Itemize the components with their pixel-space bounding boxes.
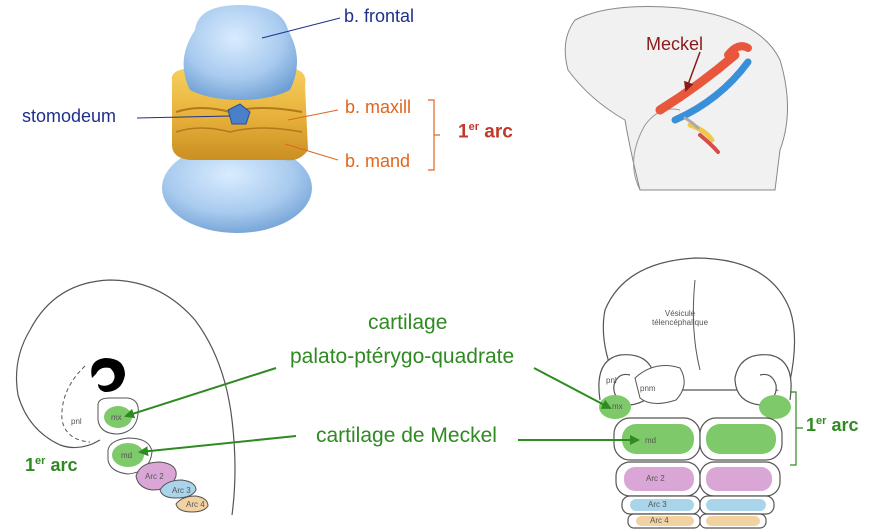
palato-arrow-left — [126, 368, 276, 416]
meckel-label: Meckel — [646, 34, 703, 55]
arc4-right-shape — [706, 516, 760, 526]
arc-number: 1 — [806, 415, 816, 435]
arc4-label-left: Arc 4 — [186, 500, 205, 509]
embryo-face-illustration — [137, 5, 440, 233]
mx-label-right: mx — [612, 402, 623, 411]
arc4-label-right: Arc 4 — [650, 516, 669, 525]
mx-label-left: mx — [111, 413, 122, 422]
arc-number: 1 — [25, 455, 35, 475]
arc-word: arc — [831, 415, 858, 435]
arc-sup: er — [469, 121, 479, 133]
pnl-label-left: pnl — [71, 417, 82, 426]
arc2-right-shape — [706, 467, 772, 491]
vesicule-line2: télencéphalique — [640, 318, 720, 327]
arc2-label-right: Arc 2 — [646, 474, 665, 483]
md-label-right: md — [645, 436, 656, 445]
arc-word: arc — [484, 121, 513, 142]
arc2-label-left: Arc 2 — [145, 472, 164, 481]
first-arc-label-left: 1er arc — [25, 455, 77, 476]
mx-right-shape — [759, 395, 791, 419]
vesicule-label: Vésicule télencéphalique — [640, 309, 720, 327]
first-arc-bracket — [428, 100, 440, 170]
arc3-label-right: Arc 3 — [648, 500, 667, 509]
frontal-embryo-diagram — [599, 258, 803, 528]
palato-pterygo-quadrate-label: palato-ptérygo-quadrate — [290, 345, 514, 369]
lateral-head-outline — [30, 280, 235, 515]
md-right-shape — [706, 424, 776, 454]
nasal-dashed-outline — [62, 366, 90, 442]
frontal-prominence-shape — [184, 5, 297, 100]
mand-label: b. mand — [345, 151, 410, 172]
vesicule-line1: Vésicule — [640, 309, 720, 318]
maxill-label: b. maxill — [345, 97, 411, 118]
frontal-label: b. frontal — [344, 6, 414, 27]
eye-shape — [91, 358, 125, 392]
arc3-label-left: Arc 3 — [172, 486, 191, 495]
md-label-left: md — [121, 451, 132, 460]
stomodeum-label: stomodeum — [22, 106, 116, 127]
cartilage-label: cartilage — [368, 311, 447, 335]
arc-number: 1 — [458, 121, 469, 142]
arc-word: arc — [50, 455, 77, 475]
arc-sup: er — [816, 415, 826, 427]
meckel-arrow-left — [140, 436, 296, 452]
arc3-right-shape — [706, 499, 766, 511]
cartilage-de-meckel-label: cartilage de Meckel — [316, 424, 497, 448]
lateral-embryo-diagram — [17, 280, 236, 515]
first-arc-label-right: 1er arc — [806, 415, 858, 436]
pnm-label-right: pnm — [640, 384, 656, 393]
first-arc-label-top: 1er arc — [458, 121, 513, 143]
first-arc-bracket-right — [790, 392, 803, 465]
pnl-label-right: pnl — [606, 376, 617, 385]
arc-sup: er — [35, 455, 45, 467]
